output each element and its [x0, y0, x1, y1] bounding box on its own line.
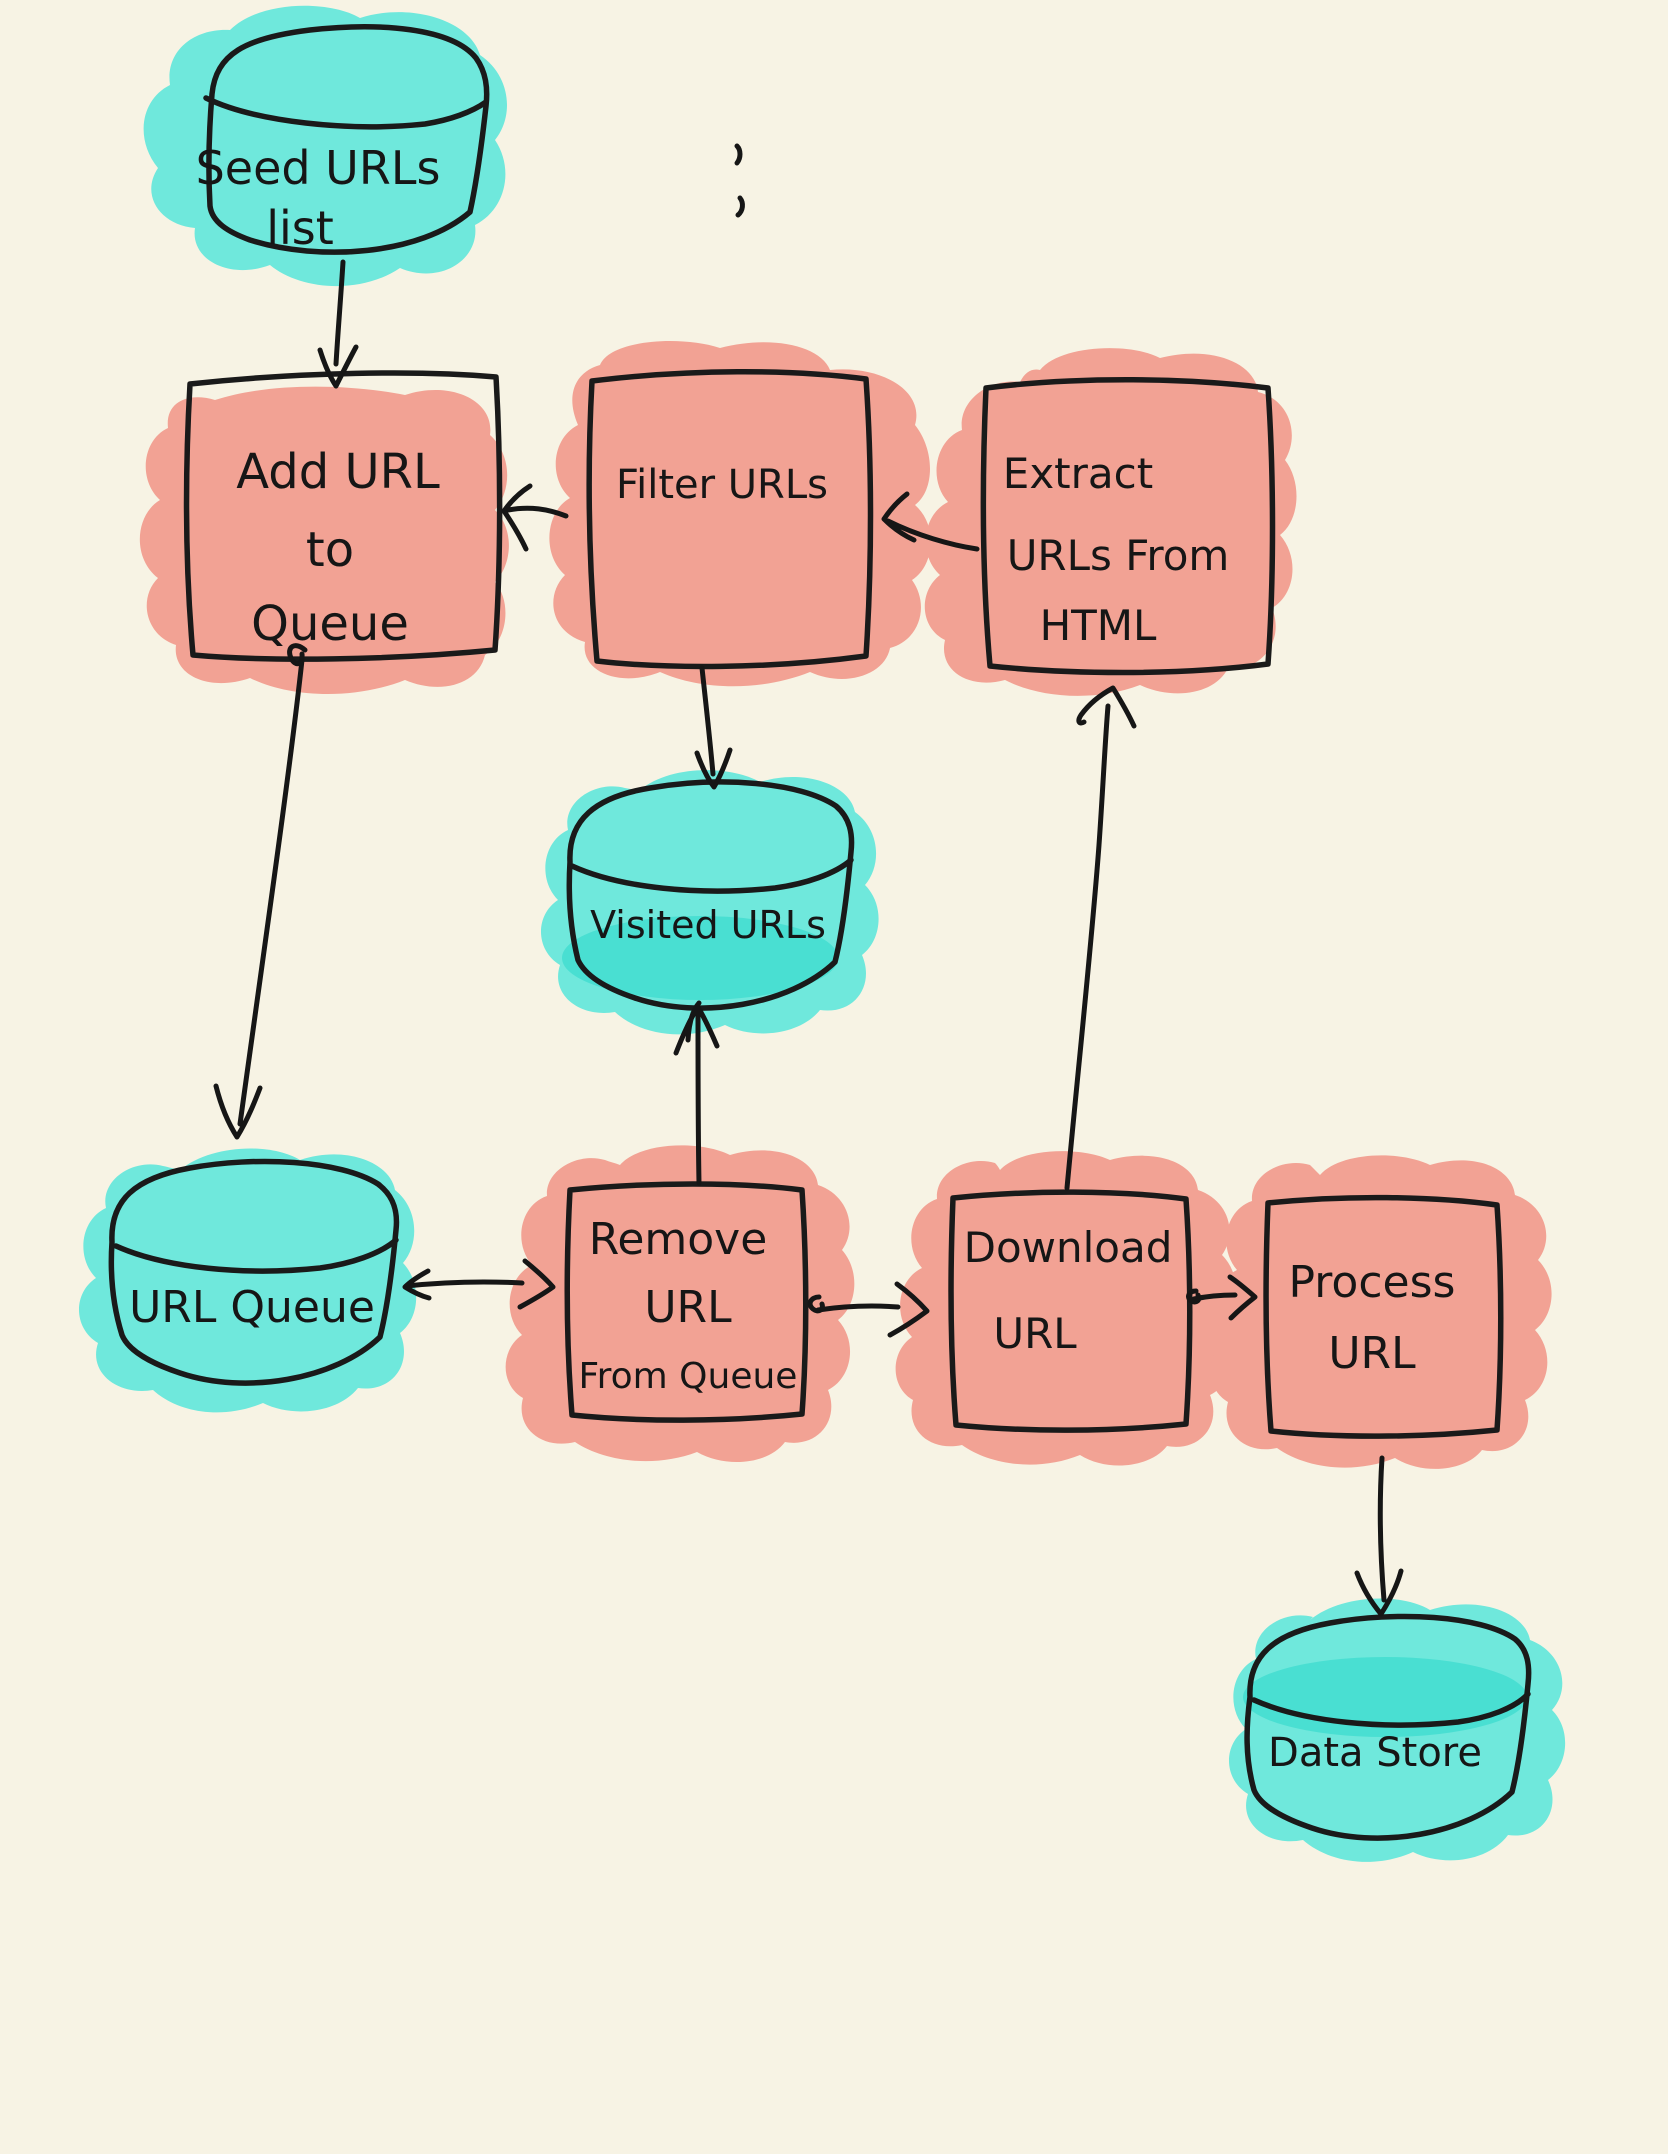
visited-urls-darker-streak — [562, 916, 838, 1000]
download-url-box-outline — [948, 1189, 1193, 1433]
visited-urls-cylinder-outline — [566, 779, 855, 1011]
seed-urls-list-label-line-2: list — [266, 201, 334, 255]
url-queue-cylinder-band — [113, 1237, 399, 1274]
node-remove-url-from-queue: Remove URL From Queue — [505, 1145, 855, 1463]
seed-urls-list-highlight-blob — [143, 5, 507, 287]
data-store-cylinder-outline — [1244, 1613, 1532, 1841]
visited-urls-label-line-1: Visited URLs — [590, 903, 826, 947]
process-url-box-outline — [1263, 1194, 1504, 1439]
node-download-url: Download URL — [895, 1151, 1237, 1466]
edges — [213, 259, 1404, 1617]
process-url-label-line-2: URL — [1328, 1328, 1416, 1379]
download-url-label-line-1: Download — [964, 1223, 1173, 1272]
remove-url-from-queue-highlight-blob — [505, 1145, 855, 1463]
download-url-highlight-blob — [895, 1151, 1237, 1466]
edge-filter-to-add-arrow — [501, 483, 569, 552]
add-url-to-queue-label-line-2: to — [306, 522, 354, 578]
data-store-label-line-1: Data Store — [1268, 1730, 1482, 1776]
node-seed-urls-list: Seed URLs list — [143, 5, 507, 287]
edge-download-to-extract-arrow — [1064, 685, 1137, 1191]
add-url-to-queue-highlight-blob — [139, 386, 509, 695]
edge-seed-to-add-arrow — [317, 259, 359, 389]
edge-download-to-process-arrow — [1186, 1274, 1258, 1321]
seed-urls-list-cylinder-band — [203, 95, 489, 130]
download-url-label-line-2: URL — [993, 1309, 1077, 1358]
remove-url-from-queue-label-line-3: From Queue — [579, 1356, 798, 1397]
edge-extract-to-filter-arrow — [881, 491, 980, 552]
edge-remove-to-download-arrow — [807, 1281, 930, 1338]
edge-process-to-datastore-arrow — [1354, 1455, 1404, 1617]
visited-urls-cylinder-band — [569, 857, 854, 894]
extract-urls-from-html-label-line-1: Extract — [1003, 449, 1153, 498]
data-store-cylinder-band — [1251, 1691, 1531, 1728]
url-queue-cylinder-outline — [108, 1158, 400, 1386]
process-url-highlight-blob — [1210, 1155, 1552, 1469]
node-add-url-to-queue: Add URL to Queue — [139, 370, 509, 695]
edge-queue-to-remove-arrow — [402, 1258, 556, 1310]
node-process-url: Process URL — [1210, 1155, 1552, 1469]
process-url-label-line-1: Process — [1289, 1257, 1456, 1308]
filter-urls-label-line-1: Filter URLs — [616, 462, 828, 508]
filter-urls-highlight-blob — [549, 341, 931, 687]
edge-remove-to-visited-arrow — [673, 1000, 720, 1186]
remove-url-from-queue-box-outline — [564, 1181, 809, 1423]
stray-ink-marks — [734, 143, 745, 218]
extract-urls-from-html-highlight-blob — [924, 348, 1297, 696]
remove-url-from-queue-label-line-2: URL — [644, 1282, 732, 1333]
extract-urls-from-html-box-outline — [980, 376, 1276, 676]
node-filter-urls: Filter URLs — [549, 341, 931, 687]
edge-add-to-queue-arrow — [213, 643, 308, 1140]
edge-filter-to-visited-arrow — [694, 665, 733, 790]
filter-urls-box-outline — [586, 368, 874, 670]
url-queue-label-line-1: URL Queue — [129, 1282, 375, 1333]
add-url-to-queue-box-outline — [183, 370, 503, 662]
url-queue-highlight-blob — [78, 1148, 417, 1413]
remove-url-from-queue-label-line-1: Remove — [589, 1214, 768, 1265]
extract-urls-from-html-label-line-2: URLs From — [1007, 531, 1230, 580]
add-url-to-queue-label-line-1: Add URL — [236, 444, 440, 500]
add-url-to-queue-label-line-3: Queue — [251, 596, 409, 652]
seed-urls-list-cylinder-outline — [206, 24, 490, 255]
node-data-store: Data Store — [1228, 1598, 1566, 1862]
node-extract-urls-from-html: Extract URLs From HTML — [924, 348, 1297, 696]
extract-urls-from-html-label-line-3: HTML — [1040, 601, 1157, 650]
node-visited-urls: Visited URLs — [540, 770, 879, 1035]
seed-urls-list-label-line-1: Seed URLs — [196, 141, 441, 195]
node-url-queue: URL Queue — [78, 1148, 417, 1413]
